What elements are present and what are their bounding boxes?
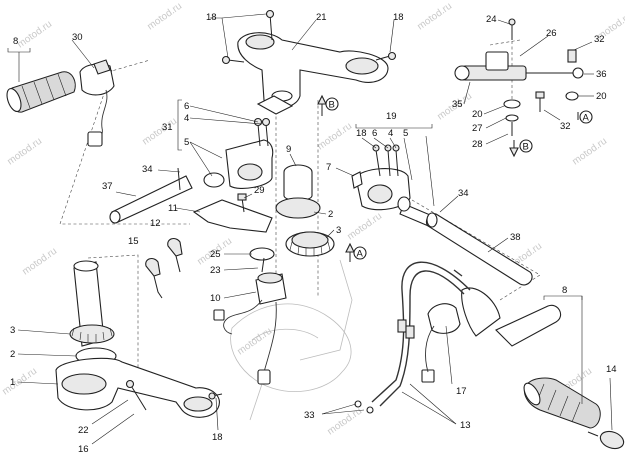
left-clip-on — [203, 117, 274, 189]
callout-label: 3 — [336, 225, 341, 236]
damper-washers — [503, 91, 579, 136]
callout-label: 14 — [606, 364, 617, 375]
callout-label: 1 — [10, 377, 15, 388]
ignition-lock — [213, 247, 287, 385]
callout-label: 26 — [546, 28, 557, 39]
watermark: motod.ru — [145, 1, 184, 33]
marker-label: B — [329, 100, 335, 111]
lower-triple-clamp — [55, 357, 223, 418]
right-switch-housing — [421, 287, 501, 383]
callout-label: 17 — [456, 386, 467, 397]
callout-label: 34 — [458, 188, 469, 199]
watermark: motod.ru — [345, 211, 384, 243]
callout-label: 38 — [510, 232, 521, 243]
steering-bearing-upper — [285, 231, 335, 257]
callout-label: 5 — [403, 128, 408, 139]
callout-label: 25 — [210, 249, 221, 260]
callout-label: 13 — [460, 420, 471, 431]
watermark: motod.ru — [415, 1, 454, 33]
callout-label: 6 — [372, 128, 377, 139]
watermark: motod.ru — [235, 326, 274, 358]
callout-label: 12 — [150, 218, 161, 229]
callout-label: 33 — [304, 410, 315, 421]
callout-label: 29 — [254, 185, 265, 196]
marker-label: A — [357, 249, 364, 260]
callout-label: 30 — [72, 32, 83, 43]
group-brackets — [7, 48, 583, 404]
callout-label: 11 — [168, 203, 178, 214]
callout-label: 15 — [128, 236, 139, 247]
callout-label: 32 — [560, 121, 571, 132]
throttle-cables — [354, 261, 471, 414]
watermark: motod.ru — [0, 366, 39, 398]
callout-label: 37 — [102, 181, 113, 192]
callout-label: 21 — [316, 12, 327, 23]
callout-label: 20 — [596, 91, 607, 102]
ignition-keys — [145, 237, 183, 299]
callout-label: 22 — [78, 425, 89, 436]
marker-label: B — [523, 142, 529, 153]
callout-label: 3 — [10, 325, 15, 336]
left-hand-grip — [6, 71, 76, 113]
callout-label: 23 — [210, 265, 221, 276]
watermark: motod.ru — [570, 136, 609, 168]
callout-label: 4 — [184, 113, 189, 124]
upper-triple-clamp — [237, 32, 389, 115]
callout-label: 19 — [386, 111, 397, 122]
cover-plate — [192, 193, 273, 233]
callout-label: 31 — [162, 122, 173, 133]
callout-label: 7 — [326, 162, 331, 173]
steering-stem — [69, 260, 117, 365]
callout-label: 16 — [78, 444, 89, 455]
reference-markers: B A B A — [317, 94, 593, 262]
callout-label: 2 — [10, 349, 15, 360]
callout-label: 4 — [388, 128, 393, 139]
right-throttle-grip — [495, 304, 601, 429]
callout-label: 18 — [206, 12, 217, 23]
callout-label: 6 — [184, 101, 189, 112]
watermark: motod.ru — [5, 136, 44, 168]
callout-label: 18 — [212, 432, 223, 443]
watermark: motod.ru — [140, 116, 179, 148]
left-handlebar-tube — [109, 167, 193, 224]
clamp-bolts — [221, 9, 397, 65]
marker-label: A — [583, 113, 590, 124]
throttle-housing — [79, 59, 115, 147]
callout-label: 8 — [13, 36, 18, 47]
watermark: motod.ru — [315, 121, 354, 153]
callout-label: 8 — [562, 285, 567, 296]
callout-label: 18 — [393, 12, 404, 23]
frame-ghost-outline — [230, 259, 353, 421]
callout-label: 18 — [356, 128, 367, 139]
assembly-guides — [59, 30, 541, 385]
throttle-tube — [425, 212, 533, 286]
callout-label: 28 — [472, 139, 483, 150]
callout-label: 2 — [328, 209, 333, 220]
part-callouts: 8 30 18 21 18 24 26 32 36 20 35 20 27 28… — [10, 12, 617, 455]
watermark: motod.ru — [15, 19, 54, 51]
callout-label: 9 — [286, 144, 291, 155]
callout-label: 27 — [472, 123, 483, 134]
callout-label: 36 — [596, 69, 607, 80]
right-clip-on — [351, 144, 411, 211]
callout-label: 34 — [142, 164, 153, 175]
steering-damper — [454, 18, 584, 81]
bar-end-weight — [587, 430, 625, 450]
callout-label: 5 — [184, 137, 189, 148]
callout-label: 35 — [452, 99, 463, 110]
watermark: motod.ru — [20, 246, 59, 278]
callout-label: 10 — [210, 293, 221, 304]
ignition-switch — [275, 164, 321, 219]
callout-label: 24 — [486, 14, 497, 25]
callout-label: 20 — [472, 109, 483, 120]
callout-label: 32 — [594, 34, 605, 45]
leader-lines — [17, 13, 613, 445]
